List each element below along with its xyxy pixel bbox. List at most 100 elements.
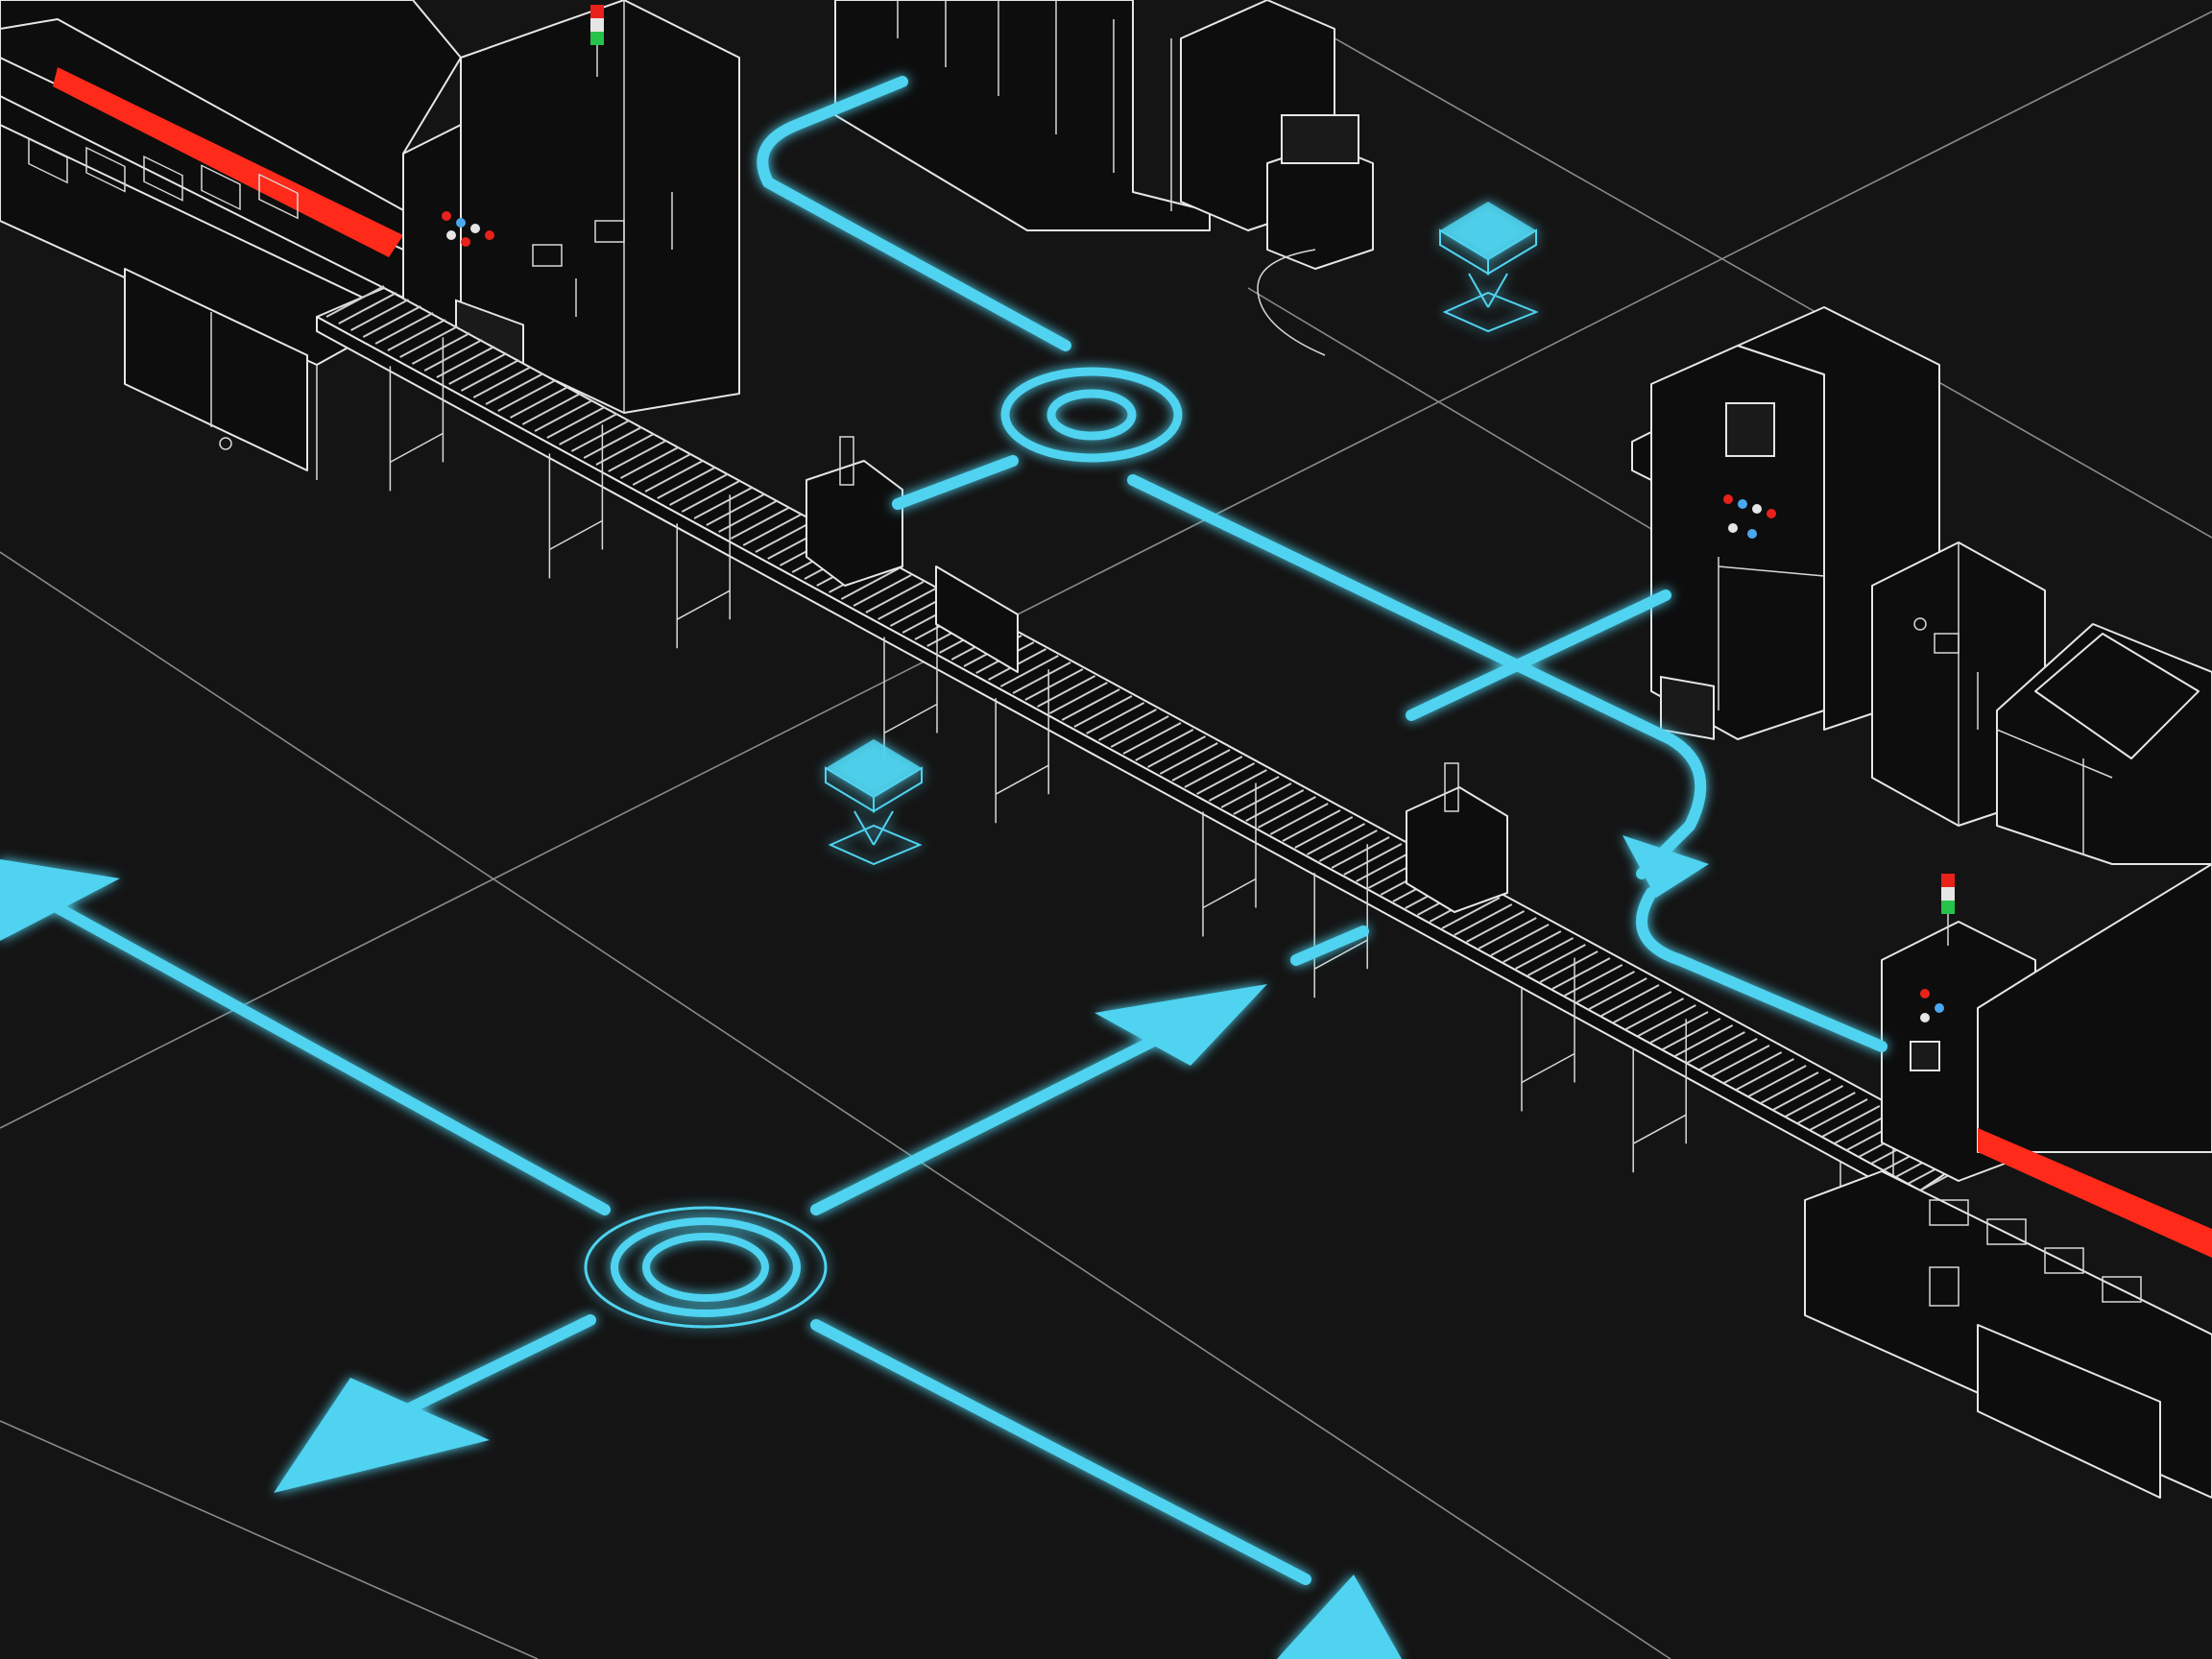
conveyor-roller (1122, 722, 1182, 755)
conveyor-roller (350, 299, 410, 331)
conveyor-roller (570, 420, 630, 452)
conveyor-roller (1282, 809, 1341, 842)
conveyor-roller (1061, 688, 1120, 721)
conveyor-roller (681, 480, 740, 513)
conveyor-roller (1539, 950, 1599, 983)
conveyor-roller (1575, 971, 1635, 1003)
conveyor-roller (755, 520, 814, 553)
conveyor-roller (1196, 762, 1256, 795)
conveyor-roller (583, 426, 642, 459)
signal-tower (590, 5, 604, 77)
conveyor-roller (1466, 910, 1526, 943)
conveyor-brace (995, 764, 1049, 795)
inspection-buttons (1723, 494, 1776, 539)
conveyor-brace (390, 432, 444, 464)
conveyor-roller (1233, 782, 1292, 815)
conveyor-roller (1086, 702, 1145, 734)
conveyor-brace (1521, 1052, 1575, 1084)
right-control-buttons (1920, 989, 1944, 1022)
conveyor-roller (1171, 749, 1231, 781)
conveyor-roller (1625, 998, 1685, 1030)
conveyor-roller (853, 574, 912, 607)
waypoint-ring-icon (584, 1206, 828, 1329)
control-cabinet-left (402, 0, 740, 414)
conveyor-roller (1307, 823, 1366, 855)
conveyor-roller (999, 655, 1059, 687)
conveyor-roller (1012, 661, 1071, 694)
conveyor-roller (1356, 850, 1415, 882)
conveyor-roller (1220, 776, 1280, 808)
conveyor-brace (676, 589, 731, 620)
conveyor-roller (619, 446, 679, 479)
reflow-oven-right (1804, 863, 2212, 1499)
conveyor-brace (549, 519, 603, 551)
reflow-oven-left (0, 0, 462, 480)
control-buttons (442, 211, 494, 247)
conveyor-roller (448, 352, 508, 385)
conveyor-station-2 (1406, 762, 1508, 913)
conveyor-roller (1478, 917, 1537, 950)
signal-tower (1941, 874, 1955, 946)
conveyor-roller (1024, 668, 1084, 701)
conveyor-roller (559, 413, 618, 445)
conveyor-roller (521, 393, 581, 425)
conveyor-roller (472, 366, 532, 398)
conveyor-roller (730, 507, 789, 540)
conveyor-roller (423, 339, 483, 372)
conveyor-roller (1711, 1045, 1770, 1077)
conveyor-roller (608, 440, 667, 472)
conveyor-roller (1735, 1058, 1794, 1091)
conveyor-roller (644, 460, 704, 493)
conveyor-roller (1527, 944, 1586, 976)
conveyor-roller (497, 379, 557, 412)
conveyor-roller (546, 406, 606, 439)
conveyor-roller (1269, 803, 1329, 835)
conveyor-roller (1698, 1038, 1758, 1070)
heater-strip (1978, 1128, 2212, 1258)
conveyor-roller (693, 487, 753, 519)
conveyor-roller (1503, 930, 1562, 963)
conveyor-roller (706, 493, 765, 526)
conveyor-brace (1632, 1114, 1687, 1144)
cabinet-row-top (834, 0, 1374, 356)
conveyor-roller (669, 473, 729, 506)
conveyor-roller (1723, 1051, 1783, 1084)
flow-arrow-icon (1094, 984, 1267, 1066)
conveyor-roller (1110, 715, 1169, 748)
conveyor-roller (1294, 816, 1354, 849)
conveyor-brace (1313, 939, 1368, 970)
roller-conveyor (316, 285, 1979, 1286)
conveyor-roller (374, 312, 434, 345)
conveyor-roller (1343, 843, 1403, 876)
conveyor-roller (878, 588, 937, 620)
conveyor-roller (1147, 735, 1207, 768)
conveyor-roller (1785, 1085, 1844, 1118)
conveyor-roller (1441, 897, 1501, 929)
conveyor-roller (632, 453, 691, 486)
conveyor-roller (1600, 984, 1660, 1017)
conveyor-roller (1674, 1024, 1734, 1057)
conveyor-roller (387, 319, 446, 351)
conveyor-legs (389, 337, 1894, 1286)
hologram-tray-icon (825, 739, 923, 866)
waypoint-ring-icon (1000, 367, 1183, 463)
conveyor-roller (1637, 1004, 1696, 1037)
conveyor-roller (1760, 1071, 1819, 1104)
flow-arrows-bottom (0, 859, 1402, 1659)
conveyor-roller (1809, 1098, 1868, 1131)
conveyor-roller (1772, 1078, 1832, 1111)
conveyor-roller (1747, 1065, 1807, 1097)
conveyor-roller (1515, 937, 1575, 970)
conveyor-roller (411, 332, 470, 365)
conveyor-roller (1135, 729, 1194, 761)
conveyor-roller (1208, 769, 1267, 802)
flow-arrow-icon (1277, 1575, 1402, 1659)
conveyor-brace (883, 703, 938, 734)
conveyor-roller (436, 346, 495, 378)
conveyor-roller (657, 467, 716, 499)
heater-strip (53, 67, 403, 257)
conveyor-roller (865, 581, 925, 613)
conveyor-roller (1490, 924, 1550, 956)
flow-arrow-icon (0, 859, 120, 941)
